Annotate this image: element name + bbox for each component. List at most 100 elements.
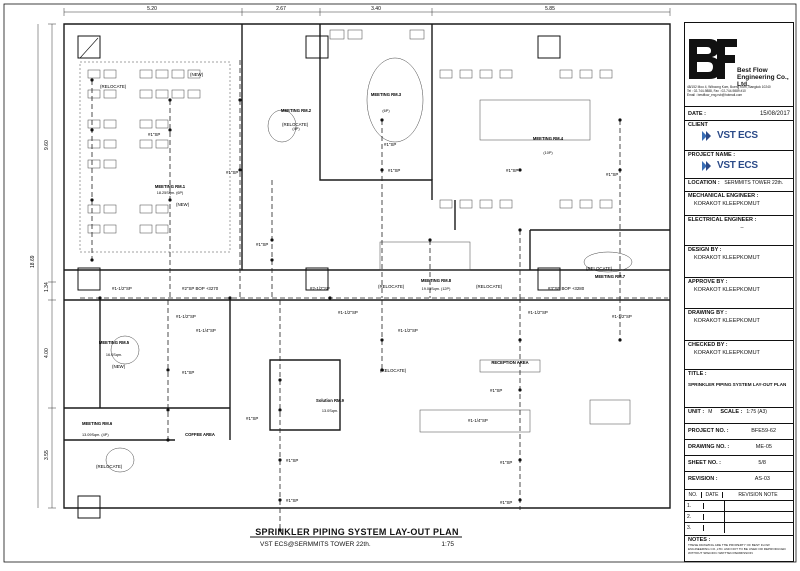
- room-meeting-3: MEETING RM.3: [371, 92, 402, 97]
- design-value: KORAKOT KLEEPKOMUT: [694, 255, 760, 261]
- svg-text:#1"SP: #1"SP: [286, 458, 298, 463]
- workstation-desks: [79, 29, 633, 473]
- svg-text:#1-1/2"SP: #1-1/2"SP: [612, 314, 632, 319]
- room-meeting-2: MEETING RM.2: [281, 108, 312, 113]
- dim-left-3: 4.00: [44, 348, 50, 358]
- room-coffee: COFFEE AREA: [185, 432, 215, 437]
- location-value: SERMMITS TOWER 22th.: [724, 180, 784, 186]
- revision-value: AS-03: [754, 475, 770, 482]
- svg-text:#1-1/4"SP: #1-1/4"SP: [196, 328, 216, 333]
- company-logo-block: Best Flow Engineering Co., Ltd. 48/152 M…: [687, 37, 793, 117]
- dim-top-4: 5.85: [545, 6, 555, 12]
- drawing-title-block: SPRINKLER PIPING SYSTEM LAY-OUT PLAN VST…: [252, 527, 462, 553]
- company-address: 48/152 Moo 4, Wiboong Kum, Bueng Kum, Ba…: [687, 85, 771, 89]
- svg-text:(NEW): (NEW): [190, 72, 204, 77]
- svg-text:#1"SP: #1"SP: [256, 242, 268, 247]
- room-meeting-5-area: 16.0Sqm.: [106, 353, 122, 357]
- elec-engineer-value: –: [740, 225, 744, 231]
- dim-top-2: 2.67: [276, 6, 286, 12]
- scale-value: 1:75 (A3): [746, 409, 767, 415]
- room-meeting-1-area: 18.25Sqm. (6P): [157, 191, 184, 195]
- svg-text:#1-1/2"SP: #1-1/2"SP: [176, 314, 196, 319]
- title-block-panel: Best Flow Engineering Co., Ltd. 48/152 M…: [684, 22, 794, 562]
- elec-engineer-row: ELECTRICAL ENGINEER : –: [685, 215, 793, 239]
- room-solution-9: Solution RM.9: [316, 398, 345, 403]
- room-meeting-4-area: (10P): [543, 151, 553, 155]
- notes-row: NOTES : THESE DRAWING ARE THE PROPERTY O…: [685, 535, 793, 562]
- approve-row: APPROVE BY : KORAKOT KLEEPKOMUT: [685, 277, 793, 301]
- sheet-border: [3, 3, 797, 563]
- svg-text:(RELOCATE): (RELOCATE): [380, 368, 407, 373]
- svg-text:#1-1/2"SP: #1-1/2"SP: [528, 310, 548, 315]
- room-meeting-5: MEETING RM.5: [99, 340, 130, 345]
- svg-text:#1-1/2"SP: #1-1/2"SP: [112, 286, 132, 291]
- room-solution-9-area: 13.0Sqm.: [322, 409, 338, 413]
- project-name-row: PROJECT NAME : VST ECS: [685, 150, 793, 178]
- svg-text:(NEW): (NEW): [112, 364, 126, 369]
- svg-text:#1"SP: #1"SP: [226, 170, 238, 175]
- svg-text:#1"SP: #1"SP: [148, 132, 160, 137]
- sheet-no-value: 5/8: [758, 459, 766, 466]
- client-row: CLIENT VST ECS: [685, 120, 793, 150]
- sheet-no-row: SHEET NO. : 5/8: [685, 455, 793, 469]
- dim-left-4: 3.55: [44, 450, 50, 460]
- vst-logo-icon: [702, 130, 711, 141]
- svg-text:(RELOCATE): (RELOCATE): [96, 464, 123, 469]
- left-dimensions: [37, 23, 56, 509]
- svg-text:#1"SP: #1"SP: [384, 142, 396, 147]
- room-meeting-8-area: 19.03Sqm. (12P): [422, 287, 451, 291]
- svg-text:(RELOCATE): (RELOCATE): [282, 122, 309, 127]
- room-meeting-6-area: 13.09Sqm. (4P): [82, 433, 109, 437]
- best-flow-logo-icon: [689, 39, 737, 79]
- svg-text:#2"SP BOP +3270: #2"SP BOP +3270: [182, 286, 219, 291]
- project-name-value: VST ECS: [717, 160, 758, 171]
- dim-left-2: 1.34: [44, 282, 50, 292]
- svg-text:#3"SP BOP +3280: #3"SP BOP +3280: [548, 286, 585, 291]
- svg-text:#2-1/2"SP: #2-1/2"SP: [310, 286, 330, 291]
- checked-value: KORAKOT KLEEPKOMUT: [694, 350, 760, 356]
- project-no-value: BFE59-62: [751, 427, 776, 434]
- drawing-by-row: DRAWING BY : KORAKOT KLEEPKOMUT: [685, 308, 793, 332]
- approve-value: KORAKOT KLEEPKOMUT: [694, 287, 760, 293]
- dim-left-1: 9.60: [44, 140, 50, 150]
- pipe-annotations: (RELOCATE) (NEW) #1"SP (NEW) (RELOCATE) …: [96, 72, 632, 505]
- drawing-subtitle: VST ECS@SERMMITS TOWER 22th.: [260, 541, 371, 548]
- svg-text:#1-1/2"SP: #1-1/2"SP: [338, 310, 358, 315]
- dim-top-3: 3.40: [371, 6, 381, 12]
- revision-table-row: 3.: [685, 523, 793, 533]
- mech-engineer-value: KORAKOT KLEEPKOMUT: [694, 201, 760, 207]
- notes-text: THESE DRAWING ARE THE PROPERTY OF BEST F…: [688, 543, 786, 555]
- design-row: DESIGN BY : KORAKOT KLEEPKOMUT: [685, 245, 793, 269]
- svg-text:#1"SP: #1"SP: [606, 172, 618, 177]
- client-value: VST ECS: [717, 130, 758, 141]
- svg-text:(RELOCATE): (RELOCATE): [586, 266, 613, 271]
- columns: [77, 35, 561, 519]
- drawing-no-row: DRAWING NO. : ME-05: [685, 439, 793, 453]
- company-name: Best Flow Engineering Co., Ltd.: [737, 67, 789, 88]
- revision-table-row: 1.: [685, 501, 793, 512]
- company-phone: Tel : 02-744-9888, Fax : 02-744-9889 #10: [687, 89, 746, 93]
- project-no-row: PROJECT NO. : BFE59-62: [685, 423, 793, 437]
- room-meeting-7: MEETING RM.7: [595, 274, 626, 279]
- svg-text:#1"SP: #1"SP: [286, 498, 298, 503]
- svg-text:#1"SP: #1"SP: [388, 168, 400, 173]
- drawing-no-value: ME-05: [755, 443, 772, 450]
- title-value: SPRINKLER PIPING SYSTEM LAY-OUT PLAN: [688, 382, 787, 387]
- svg-text:(NEW): (NEW): [176, 202, 190, 207]
- svg-text:#1"SP: #1"SP: [500, 460, 512, 465]
- room-reception: RECEPTION AREA: [491, 360, 528, 365]
- vst-logo-icon: [702, 160, 711, 171]
- top-dimensions: [63, 8, 671, 16]
- drawing-title: SPRINKLER PIPING SYSTEM LAY-OUT PLAN: [255, 527, 459, 537]
- date-value: 15/08/2017: [759, 110, 790, 117]
- drawing-by-value: KORAKOT KLEEPKOMUT: [694, 318, 760, 324]
- room-labels: MEETING RM.1 18.25Sqm. (6P) MEETING RM.2…: [82, 92, 626, 437]
- dim-top-1: 5.20: [147, 6, 157, 12]
- revision-table-row: 2.: [685, 512, 793, 523]
- title-row: TITLE : SPRINKLER PIPING SYSTEM LAY-OUT …: [685, 369, 793, 403]
- room-meeting-3-area: (6P): [382, 109, 390, 113]
- svg-text:#1"SP: #1"SP: [490, 388, 502, 393]
- sprinkler-heads: [90, 78, 622, 532]
- svg-text:#1"SP: #1"SP: [246, 416, 258, 421]
